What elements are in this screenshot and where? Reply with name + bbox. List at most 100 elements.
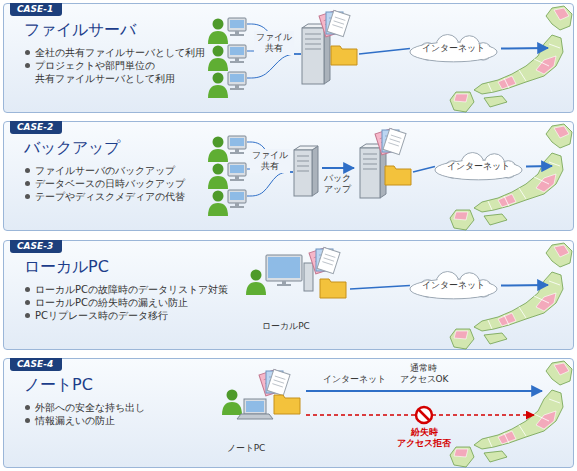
document-icon — [319, 10, 350, 36]
bullet-dot — [25, 405, 30, 410]
pc-tower — [304, 263, 313, 291]
bullet-item: 全社の共有ファイルサーバとして利用 — [24, 46, 240, 59]
share-line — [247, 172, 293, 196]
figure-label: バック アップ — [324, 173, 351, 195]
backup-arrow — [322, 167, 354, 169]
bullet-text: プロジェクトや部門単位の 共有ファイルサーバとして利用 — [35, 59, 240, 85]
pc-monitor — [228, 72, 246, 90]
person-icon — [208, 73, 228, 99]
pc-monitor — [266, 255, 302, 286]
upload-line — [350, 286, 410, 290]
case-tab: CASE-1 — [10, 3, 62, 16]
pc-monitor — [228, 136, 246, 154]
storage-arrow — [526, 165, 552, 168]
access-ok-arrow — [306, 390, 542, 392]
bullet-dot — [25, 168, 30, 173]
person-icon — [208, 19, 228, 45]
case-title: ノートPC — [24, 375, 93, 395]
cloud-label: インターネット — [447, 161, 510, 172]
person-icon — [208, 137, 228, 163]
person-icon — [208, 46, 228, 72]
document-icon — [259, 369, 290, 395]
bullet-list: 外部への安全な持ち出し情報漏えいの防止 — [24, 401, 145, 427]
case-panel: CASE-4 ノートPC 外部への安全な持ち出し情報漏えいの防止 インターネット 通常時… — [3, 358, 574, 468]
bullet-item: 情報漏えいの防止 — [24, 414, 145, 427]
bullet-dot — [25, 181, 30, 186]
pc-monitor — [228, 45, 246, 63]
internet-cloud: インターネット — [404, 34, 503, 63]
bullet-item: PCリプレース時のデータ移行 — [24, 309, 228, 322]
bullet-item: 外部への安全な持ち出し — [24, 401, 145, 414]
folder-icon — [385, 166, 411, 185]
person-icon — [246, 270, 266, 296]
folder-icon — [274, 395, 300, 414]
prohibit-symbol — [416, 407, 432, 423]
folder-icon — [331, 46, 357, 65]
upload-line — [413, 167, 435, 173]
bullet-item: ローカルPCの故障時のデータリストア対策 — [24, 283, 228, 296]
bullet-dot — [25, 313, 30, 318]
figure-label: インターネット — [323, 374, 386, 385]
bullet-list: ローカルPCの故障時のデータリストア対策ローカルPCの紛失時の漏えい防止PCリプ… — [24, 283, 228, 322]
bullet-list: ファイルサーバのバックアップデータベースの日時バックアップテープやディスクメディ… — [24, 164, 185, 203]
bullet-dot — [25, 418, 30, 423]
folder-icon — [320, 279, 346, 298]
person-icon — [208, 164, 228, 190]
storage-arrow — [501, 47, 548, 50]
share-line — [247, 24, 301, 54]
bullet-item: プロジェクトや部門単位の 共有ファイルサーバとして利用 — [24, 59, 240, 85]
case-tab: CASE-4 — [10, 358, 62, 371]
document-icon — [309, 247, 340, 273]
document-icon — [375, 128, 406, 154]
case-tab: CASE-2 — [10, 121, 62, 134]
case-tab: CASE-3 — [10, 240, 62, 253]
bullet-dot — [25, 50, 30, 55]
bullet-text: 情報漏えいの防止 — [35, 414, 145, 427]
figure-label: 通常時 アクセスOK — [400, 363, 449, 385]
bullet-text: データベースの日時バックアップ — [35, 177, 185, 190]
laptop-icon — [237, 399, 273, 419]
internet-cloud: インターネット — [429, 152, 528, 181]
case-panel: CASE-3 ローカルPC ローカルPCの故障時のデータリストア対策ローカルPCの紛… — [3, 240, 574, 350]
figure-label: ローカルPC — [262, 321, 310, 332]
japan-map — [450, 361, 572, 467]
upload-line — [359, 49, 410, 55]
figure-label: ファイル 共有 — [250, 149, 290, 173]
bullet-item: テープやディスクメディアの代替 — [24, 190, 185, 203]
figure-label: 紛失時 アクセス拒否 — [397, 427, 451, 449]
internet-cloud: インターネット — [404, 271, 503, 300]
person-icon — [222, 390, 242, 416]
bullet-item: ファイルサーバのバックアップ — [24, 164, 185, 177]
bullet-dot — [25, 287, 30, 292]
case-title: ファイルサーバ — [24, 20, 136, 40]
case-title: バックアップ — [24, 138, 120, 158]
bullet-text: ローカルPCの故障時のデータリストア対策 — [35, 283, 228, 296]
server-icon — [294, 146, 318, 196]
bullet-dot — [25, 300, 30, 305]
storage-arrow — [501, 284, 548, 287]
bullet-list: 全社の共有ファイルサーバとして利用プロジェクトや部門単位の 共有ファイルサーバと… — [24, 46, 240, 85]
pc-monitor — [228, 18, 246, 36]
figure-label: ファイル 共有 — [254, 31, 294, 55]
bullet-text: ローカルPCの紛失時の漏えい防止 — [35, 296, 228, 309]
bullet-text: テープやディスクメディアの代替 — [35, 190, 185, 203]
share-line — [247, 142, 293, 172]
bullet-item: データベースの日時バックアップ — [24, 177, 185, 190]
bullet-text: 外部への安全な持ち出し — [35, 401, 145, 414]
bullet-dot — [25, 194, 30, 199]
case-title: ローカルPC — [24, 257, 109, 277]
bullet-text: ファイルサーバのバックアップ — [35, 164, 185, 177]
cloud-label: インターネット — [422, 280, 485, 291]
pc-monitor — [228, 163, 246, 181]
case-panel: CASE-1 ファイルサーバ全社の共有ファイルサーバとして利用プロジェクトや部門単… — [3, 3, 574, 113]
pc-monitor — [228, 190, 246, 208]
cloud-label: インターネット — [422, 43, 485, 54]
bullet-dot — [25, 63, 30, 68]
bullet-item: ローカルPCの紛失時の漏えい防止 — [24, 296, 228, 309]
bullet-text: 全社の共有ファイルサーバとして利用 — [35, 46, 240, 59]
figure-label: ノートPC — [227, 443, 266, 454]
bullet-text: PCリプレース時のデータ移行 — [35, 309, 228, 322]
share-line — [247, 54, 301, 78]
person-icon — [208, 191, 228, 217]
